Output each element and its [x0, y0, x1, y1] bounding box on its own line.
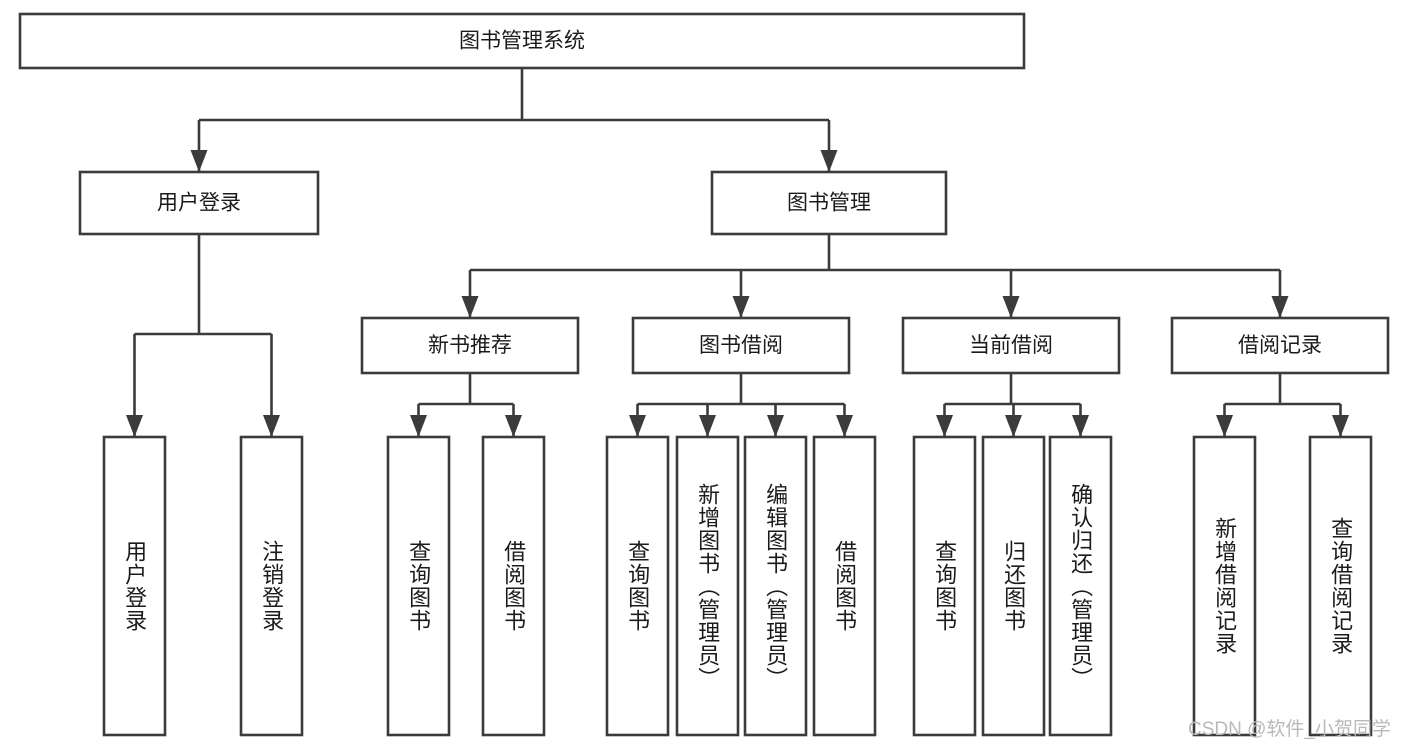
leaf-node-12-box[interactable] — [1308, 435, 1373, 737]
leaf-node-9-box[interactable] — [981, 435, 1046, 737]
arrow-head-icon-level2-2 — [1002, 296, 1020, 318]
arrow-head-icon-leaf-8 — [936, 415, 953, 437]
csdn-watermark: CSDN @软件_小贺同学 — [1188, 719, 1391, 740]
arrow-head-icon-leaf-2 — [410, 415, 427, 437]
leaf-node-3-box[interactable] — [481, 435, 546, 737]
node-box-layer — [18, 12, 1390, 737]
arrow-head-icon-leaf-6 — [767, 415, 784, 437]
arrow-head-icon-leaf-5 — [699, 415, 716, 437]
level2-node-0-label: 新书推荐 — [428, 334, 512, 357]
level1-node-1-box[interactable] — [710, 170, 948, 236]
leaf-node-5-box[interactable] — [675, 435, 740, 737]
arrow-head-icon-leaf-4 — [629, 415, 646, 437]
arrow-head-icon-leaf-12 — [1332, 415, 1349, 437]
level2-node-2-box[interactable] — [901, 316, 1121, 375]
level1-node-0-box[interactable] — [78, 170, 320, 236]
arrow-head-icon-leaf-7 — [836, 415, 853, 437]
arrow-head-icon-level1-1 — [820, 150, 838, 172]
arrow-head-icon-leaf-9 — [1005, 415, 1022, 437]
level2-node-1-label: 图书借阅 — [699, 334, 783, 357]
arrow-head-icon-level2-3 — [1271, 296, 1289, 318]
level2-node-2-label: 当前借阅 — [969, 334, 1053, 357]
root-node-box[interactable] — [18, 12, 1026, 70]
arrow-head-icon-level2-0 — [461, 296, 479, 318]
leaf-node-11-box[interactable] — [1192, 435, 1257, 737]
level2-node-3-box[interactable] — [1170, 316, 1390, 375]
leaf-node-4-box[interactable] — [605, 435, 670, 737]
level2-node-3-label: 借阅记录 — [1238, 334, 1322, 357]
connector-layer — [126, 68, 1349, 437]
arrow-head-icon-level2-1 — [732, 296, 750, 318]
arrow-head-icon-leaf-1 — [263, 415, 280, 437]
level1-node-0-label: 用户登录 — [157, 192, 241, 215]
leaf-node-6-box[interactable] — [743, 435, 808, 737]
arrow-head-icon-leaf-0 — [126, 415, 143, 437]
leaf-node-10-box[interactable] — [1048, 435, 1113, 737]
level2-node-1-box[interactable] — [631, 316, 851, 375]
level2-node-0-box[interactable] — [360, 316, 580, 375]
leaf-node-0-box[interactable] — [102, 435, 167, 737]
level1-node-1-label: 图书管理 — [787, 192, 871, 215]
leaf-node-8-box[interactable] — [912, 435, 977, 737]
root-node-label: 图书管理系统 — [459, 30, 585, 53]
arrow-head-icon-leaf-10 — [1072, 415, 1089, 437]
leaf-node-7-box[interactable] — [812, 435, 877, 737]
leaf-node-1-box[interactable] — [239, 435, 304, 737]
arrow-head-icon-leaf-11 — [1216, 415, 1233, 437]
leaf-node-2-box[interactable] — [386, 435, 451, 737]
arrow-head-icon-level1-0 — [190, 150, 208, 172]
arrow-head-icon-leaf-3 — [505, 415, 522, 437]
